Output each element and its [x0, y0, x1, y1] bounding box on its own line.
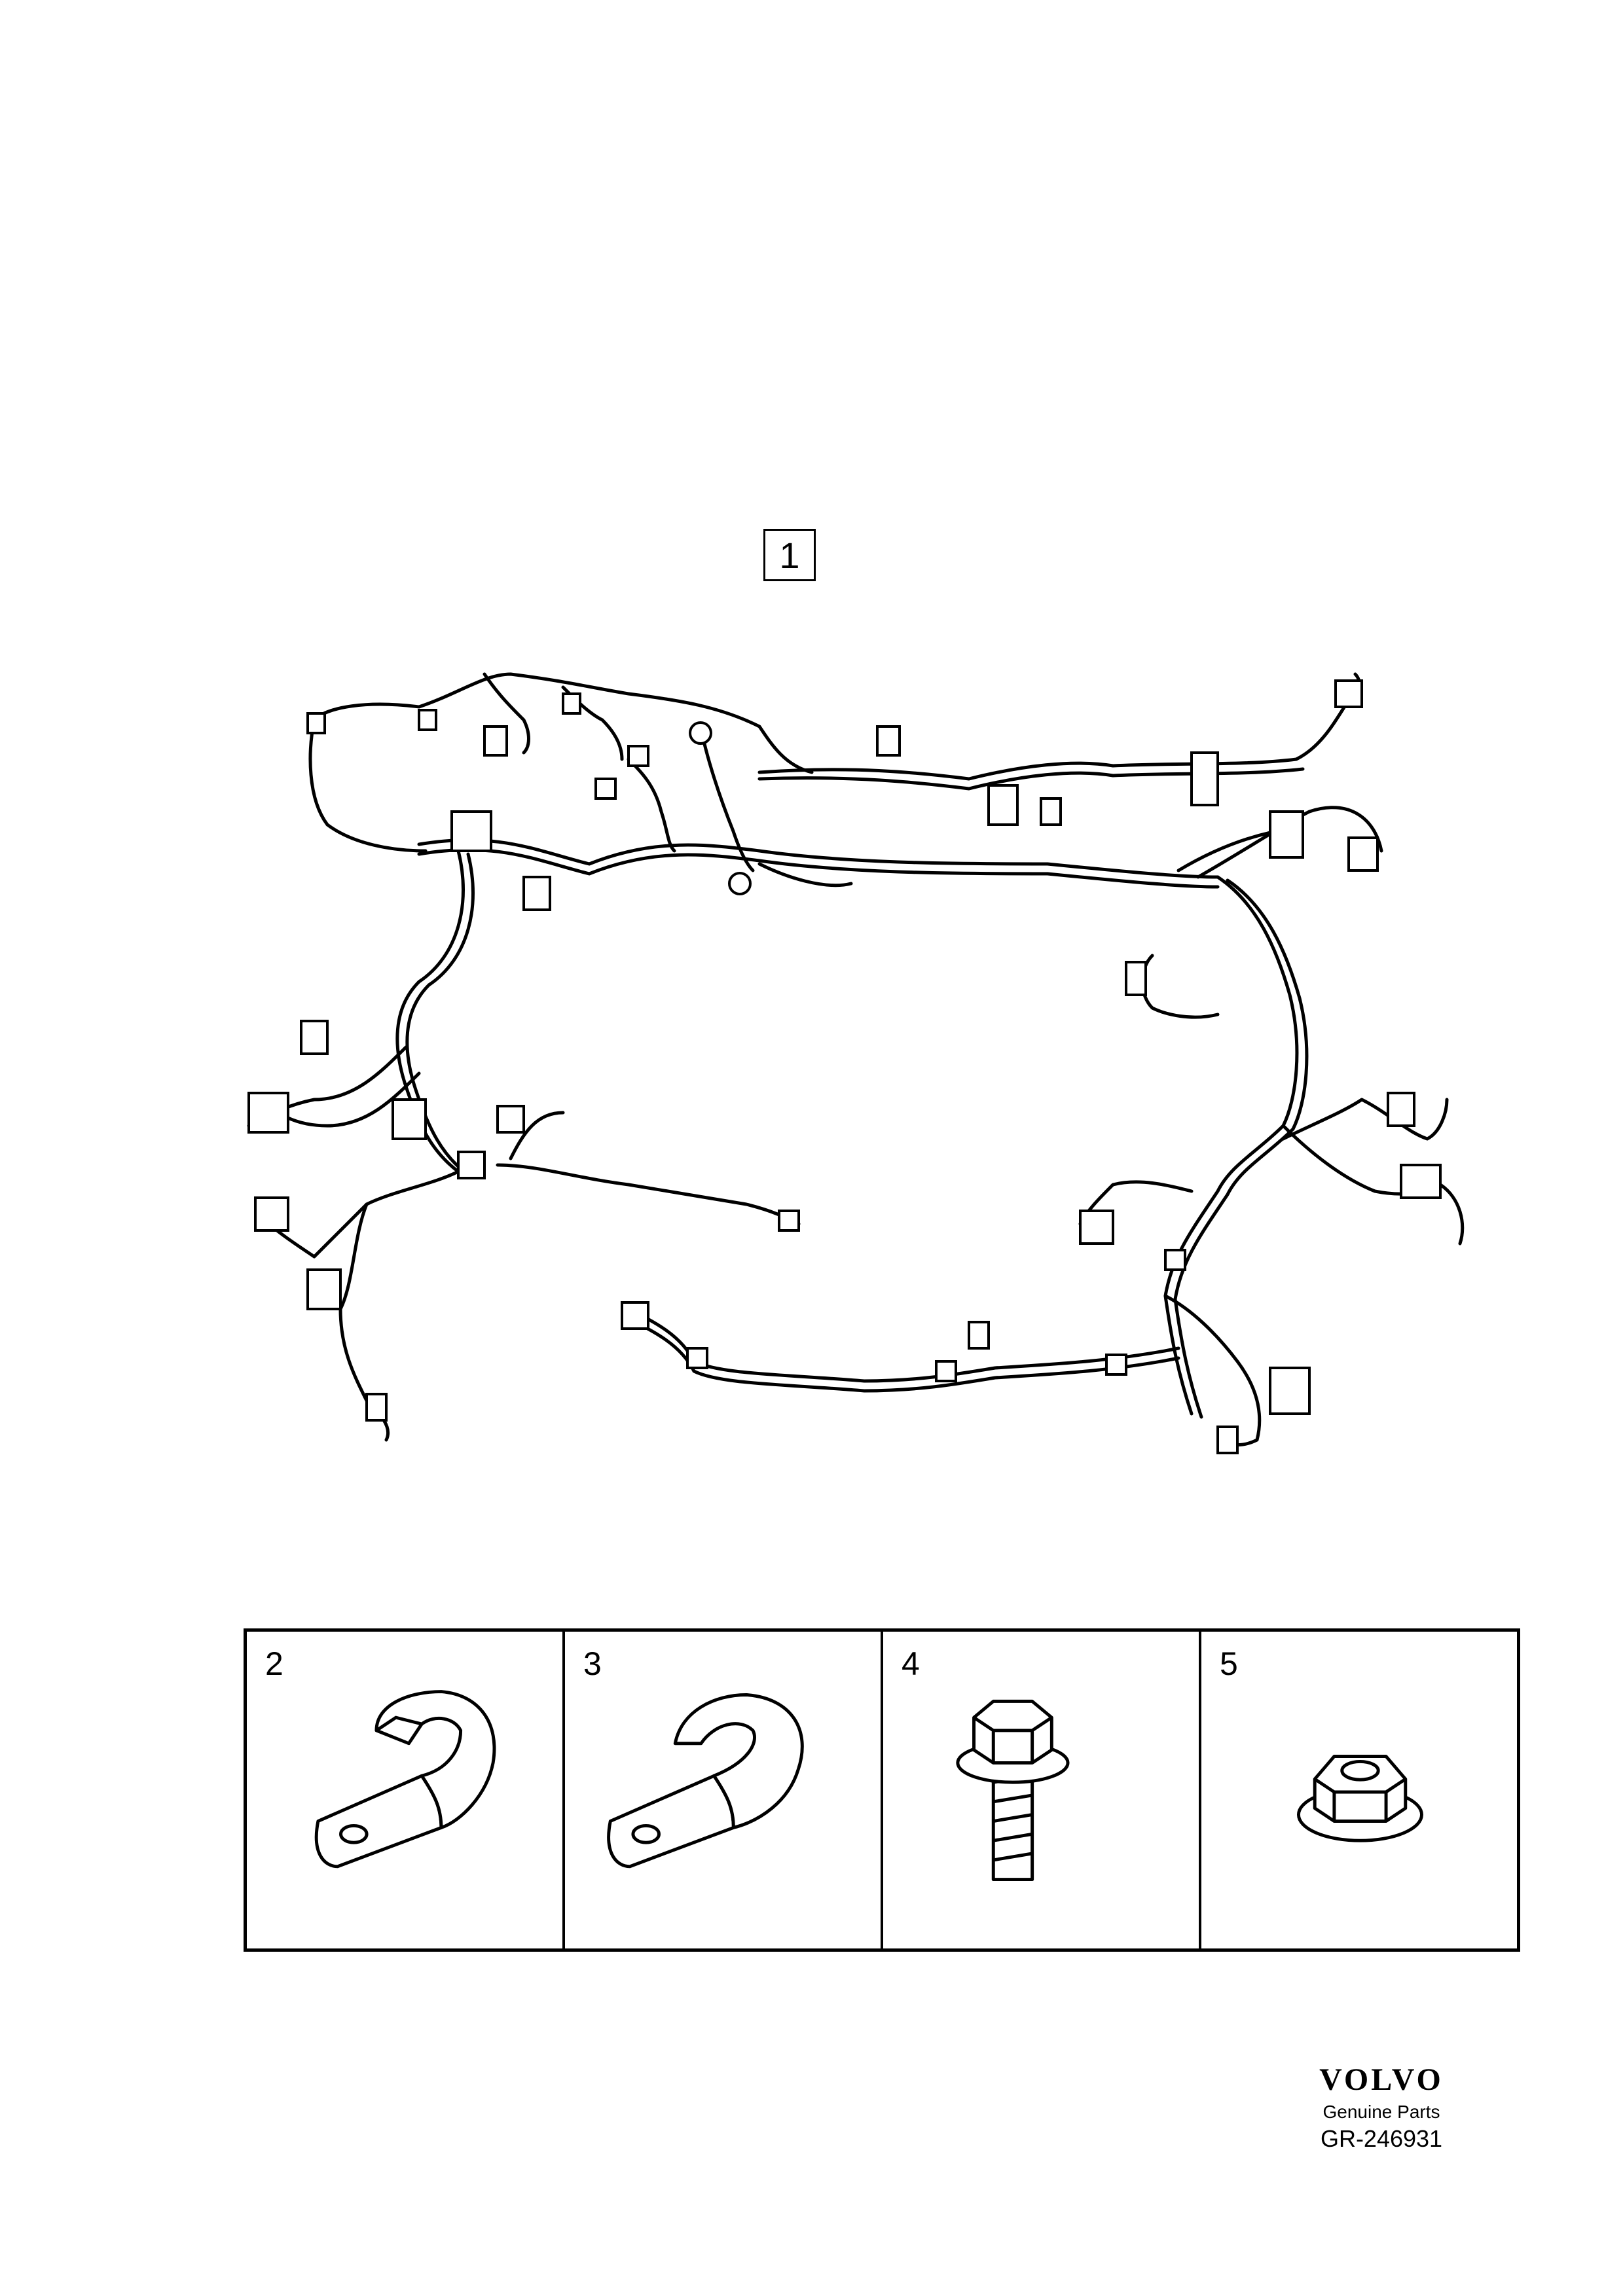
- cable-clip-closed-icon: [607, 1693, 804, 1869]
- wiring-harness-icon: [247, 672, 1465, 1446]
- part-number: 4: [902, 1645, 920, 1682]
- part-number: 3: [583, 1645, 602, 1682]
- connector-icon: [247, 679, 1442, 1454]
- part-cell: 2: [247, 1632, 565, 1948]
- volvo-logo: VOLVO: [1319, 2062, 1444, 2097]
- part-number: 2: [265, 1645, 283, 1682]
- callout-number: 1: [763, 529, 816, 581]
- flange-nut-icon: [1296, 1755, 1423, 1842]
- brand-subtitle: Genuine Parts: [1322, 2102, 1440, 2122]
- parts-table: 2 3 4: [244, 1628, 1520, 1952]
- cable-clip-open-icon: [314, 1690, 496, 1869]
- part-cell: 5: [1201, 1632, 1517, 1948]
- part-cell: 3: [565, 1632, 883, 1948]
- part-number: 5: [1220, 1645, 1238, 1682]
- flange-bolt-icon: [956, 1699, 1070, 1882]
- brand-block: VOLVO Genuine Parts GR-246931: [1244, 2062, 1519, 2153]
- diagram-reference: GR-246931: [1320, 2125, 1443, 2152]
- part-cell: 4: [883, 1632, 1201, 1948]
